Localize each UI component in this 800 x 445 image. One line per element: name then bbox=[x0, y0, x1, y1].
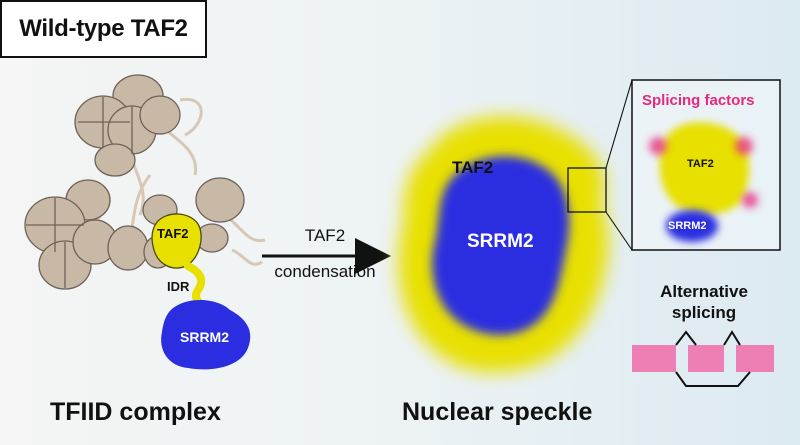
arrow-label-taf2: TAF2 bbox=[304, 226, 346, 245]
splicing-label: splicing bbox=[671, 303, 737, 322]
taf2-label-left: TAF2 bbox=[157, 226, 189, 241]
nuclear-speckle bbox=[398, 116, 609, 373]
tfiid-subunit bbox=[139, 95, 181, 135]
splicing-schematic bbox=[632, 330, 774, 387]
srrm2-blob-left bbox=[161, 299, 251, 370]
idr-label: IDR bbox=[167, 279, 190, 294]
srrm2-label-left: SRRM2 bbox=[180, 329, 230, 345]
srrm2-label-center: SRRM2 bbox=[467, 231, 534, 252]
tfiid-subunit bbox=[94, 143, 136, 177]
page-title: Wild-type TAF2 bbox=[0, 0, 207, 58]
inset-panel bbox=[631, 79, 781, 251]
zoom-region bbox=[567, 167, 607, 213]
tfiid-caption: TFIID complex bbox=[50, 398, 221, 426]
tfiid-subunit bbox=[195, 177, 245, 223]
taf2-label-inset: TAF2 bbox=[687, 158, 714, 170]
arrow-label-condensation: condensation bbox=[274, 262, 376, 281]
alternative-label: Alternative bbox=[660, 282, 748, 301]
srrm2-label-inset: SRRM2 bbox=[668, 220, 707, 232]
splicing-factors-label: Splicing factors bbox=[642, 92, 755, 109]
tfiid-complex bbox=[24, 74, 266, 290]
taf2-label-center: TAF2 bbox=[452, 158, 494, 177]
nuclear-speckle-caption: Nuclear speckle bbox=[402, 398, 593, 426]
tfiid-subunit bbox=[107, 225, 149, 271]
